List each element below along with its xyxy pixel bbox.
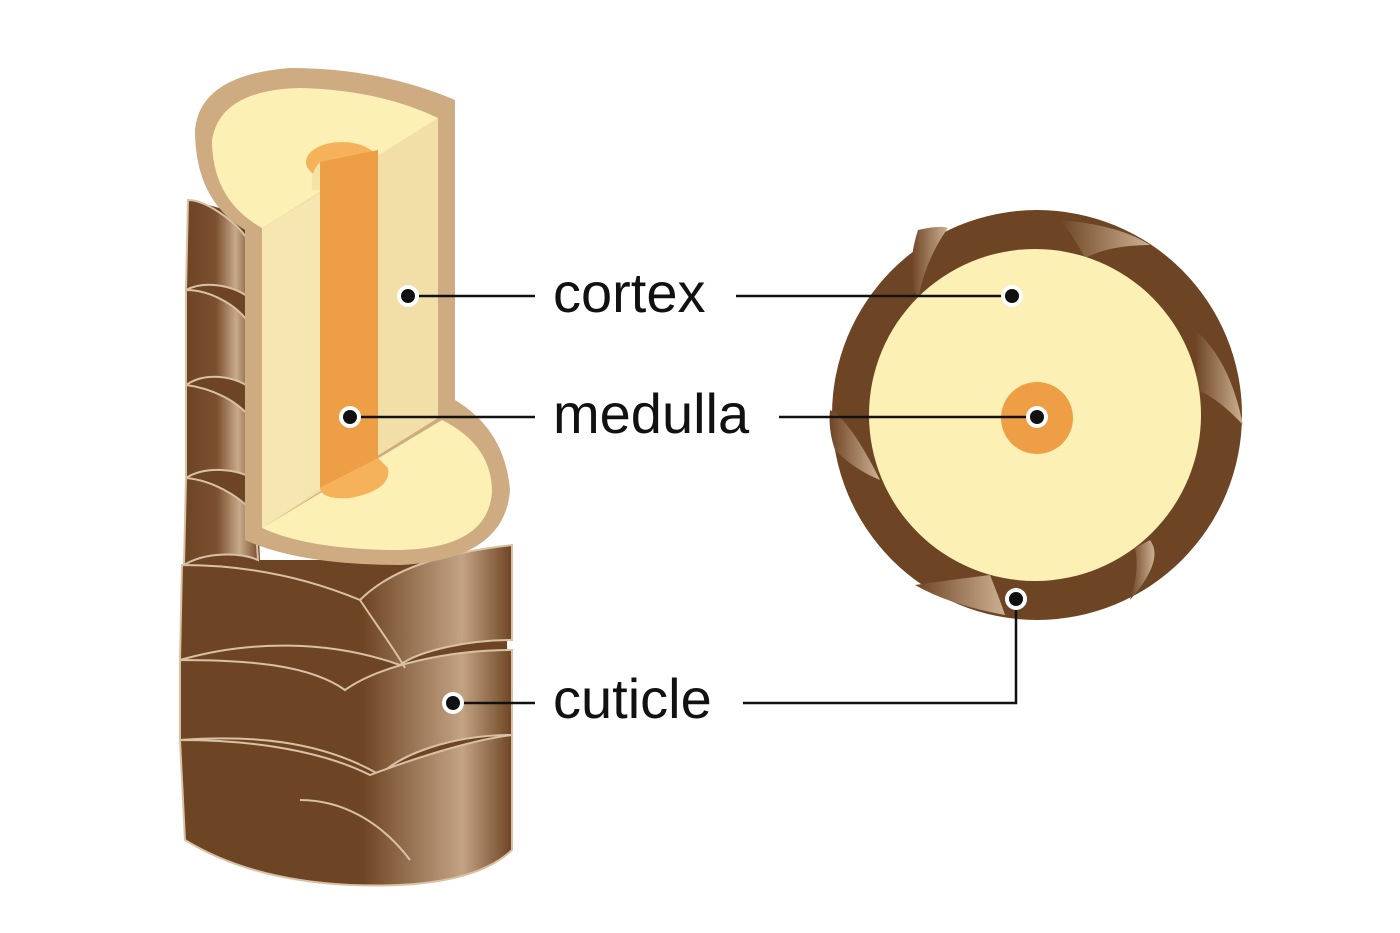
label-medulla: medulla xyxy=(339,382,1048,445)
medulla-core-3d xyxy=(306,142,389,499)
medulla-label: medulla xyxy=(553,382,750,445)
hair-shaft-illustration xyxy=(178,68,513,887)
label-cortex: cortex xyxy=(397,261,1023,324)
cuticle-layer-3d xyxy=(178,198,513,887)
cuticle-label: cuticle xyxy=(553,667,712,730)
label-cuticle: cuticle xyxy=(442,588,1027,730)
cortex-label: cortex xyxy=(553,261,706,324)
